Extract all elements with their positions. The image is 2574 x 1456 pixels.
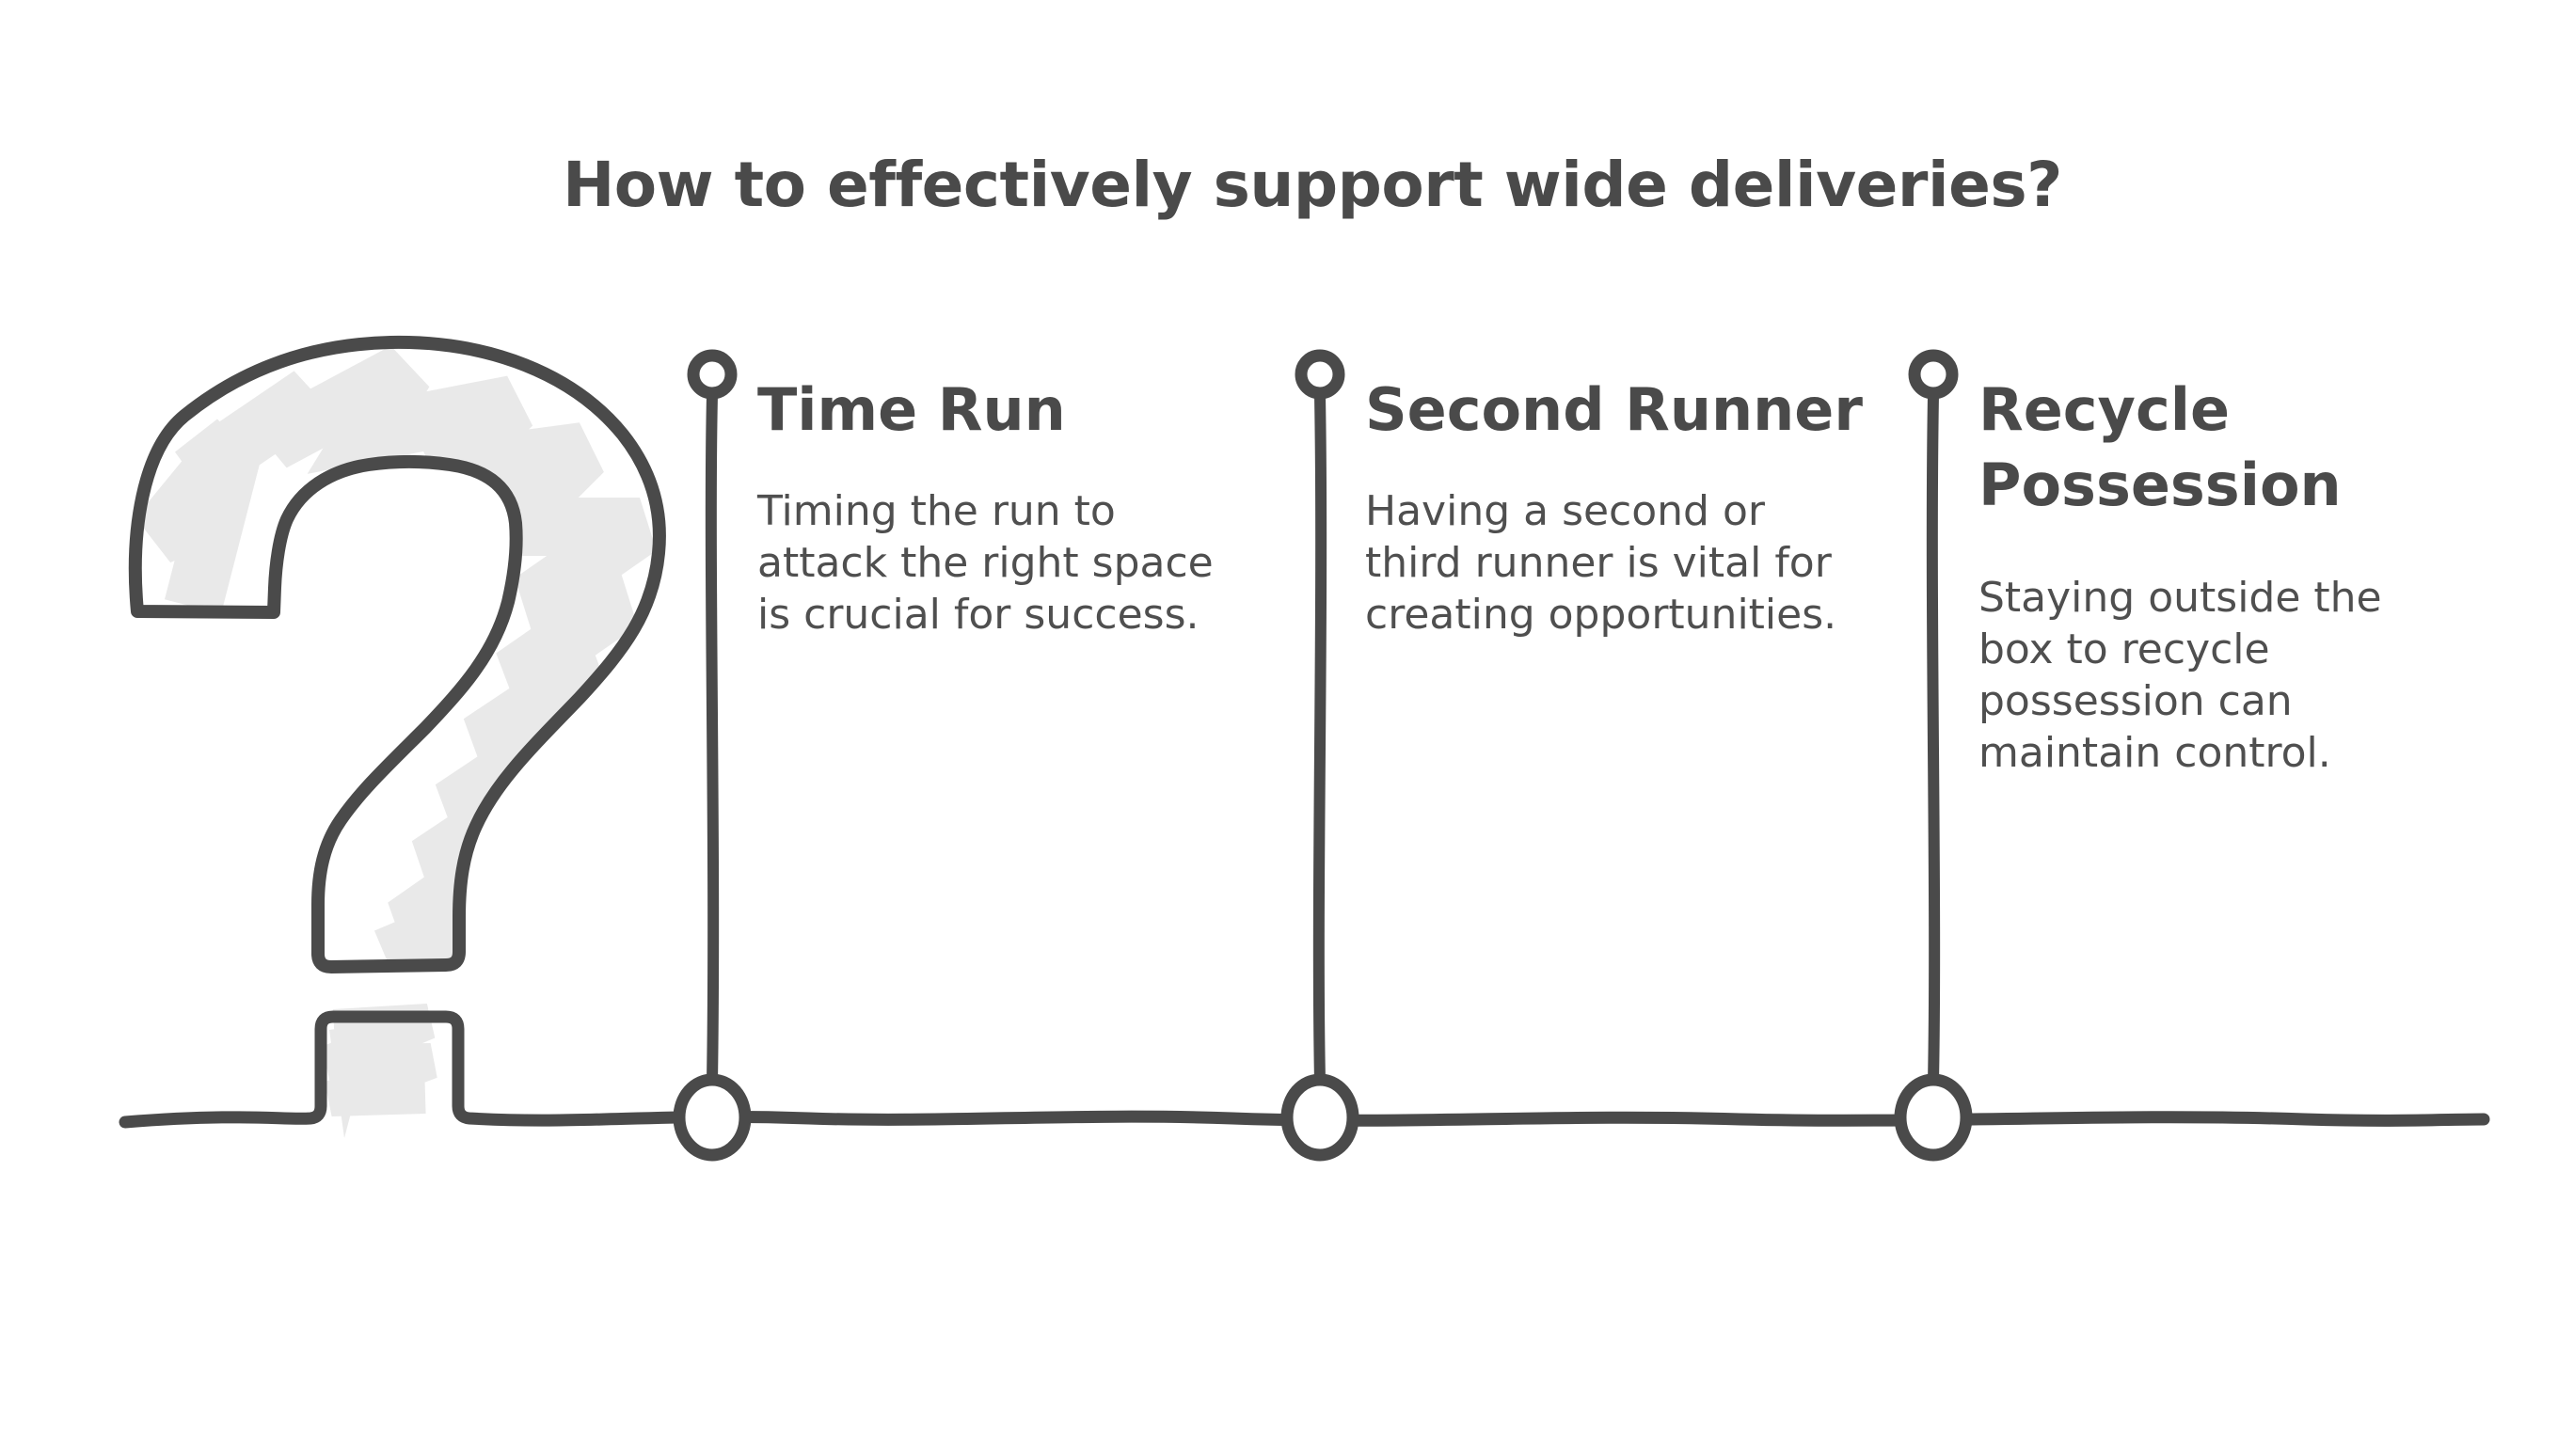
question-mark-icon xyxy=(128,335,666,973)
question-mark-stem-scribble xyxy=(322,1004,437,1138)
timeline-stem-2 xyxy=(1312,389,1327,1087)
step-body: Timing the run to attack the right space… xyxy=(757,487,1214,639)
timeline-top-ring-3 xyxy=(1908,349,1959,400)
step-body: Having a second or third runner is vital… xyxy=(1365,487,1837,639)
timeline-stem-3 xyxy=(1926,389,1941,1087)
question-mark-outline xyxy=(128,335,666,973)
step-heading: Second Runner xyxy=(1365,375,1863,444)
page-title: How to effectively support wide deliveri… xyxy=(563,149,2062,221)
timeline-node-3 xyxy=(1894,1073,1973,1162)
timeline-stem-1 xyxy=(705,389,720,1087)
step-body: Staying outside the box to recycle posse… xyxy=(1978,574,2382,777)
step-heading: Recycle Possession xyxy=(1978,375,2342,519)
timeline-top-ring-2 xyxy=(1295,349,1345,400)
timeline-node-2 xyxy=(1280,1073,1359,1162)
step-heading: Time Run xyxy=(757,375,1066,444)
question-mark-scribble xyxy=(135,345,657,967)
timeline-baseline xyxy=(119,1010,2490,1129)
timeline-top-ring-1 xyxy=(687,349,738,400)
timeline-node-1 xyxy=(673,1073,752,1162)
